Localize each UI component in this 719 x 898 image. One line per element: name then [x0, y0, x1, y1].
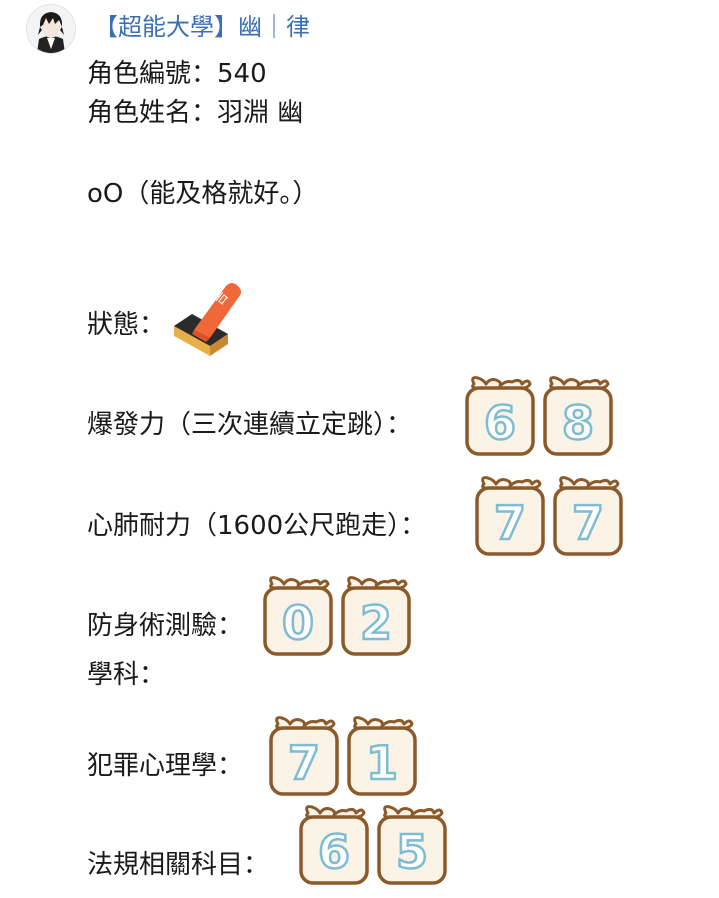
score-label-criminal-psychology: 犯罪心理學： [87, 751, 244, 781]
digit-value: 0 [281, 596, 316, 650]
role-name: 角色姓名：羽淵 幽 [87, 98, 304, 128]
score-digits-endurance: 7 7 [474, 474, 624, 556]
digit-frame-icon [299, 805, 369, 885]
digit-value: 7 [493, 496, 528, 550]
digit-value: 7 [287, 736, 322, 790]
digit-frame-icon [553, 476, 623, 556]
digit-tile: 7 [268, 714, 340, 796]
score-label-law: 法規相關科目： [87, 850, 270, 880]
digit-tile: 6 [298, 803, 370, 885]
digit-frame-icon [263, 576, 333, 656]
academics-label: 學科： [87, 660, 166, 690]
digit-frame-icon [465, 376, 535, 456]
score-label-self-defense: 防身術測驗： [87, 611, 244, 641]
digit-frame-icon [341, 576, 411, 656]
score-digits-law: 6 5 [298, 803, 448, 885]
status-label: 狀態： [87, 310, 166, 340]
score-label-explosive: 爆發力（三次連續立定跳）： [87, 410, 413, 440]
digit-value: 6 [317, 825, 352, 879]
digit-tile: 1 [346, 714, 418, 796]
sender-name[interactable]: 【超能大學】幽｜律 [94, 13, 310, 41]
digit-tile: 8 [542, 374, 614, 456]
digit-frame-icon [347, 716, 417, 796]
digit-tile: 0 [262, 574, 334, 656]
score-label-endurance: 心肺耐力（1600公尺跑走）： [87, 511, 427, 541]
digit-value: 1 [365, 736, 400, 790]
score-digits-criminal-psychology: 7 1 [268, 714, 418, 796]
omikuji-fortune-icon: 吉 [170, 278, 248, 358]
digit-value: 5 [395, 825, 430, 879]
role-number: 角色編號：540 [87, 59, 267, 89]
avatar-portrait-icon [27, 5, 75, 53]
avatar[interactable] [26, 4, 76, 54]
digit-frame-icon [377, 805, 447, 885]
digit-value: 2 [359, 596, 394, 650]
digit-value: 6 [483, 396, 518, 450]
digit-tile: 6 [464, 374, 536, 456]
score-digits-explosive: 6 8 [464, 374, 614, 456]
score-digits-self-defense: 0 2 [262, 574, 412, 656]
digit-tile: 5 [376, 803, 448, 885]
digit-tile: 7 [474, 474, 546, 556]
digit-value: 8 [561, 396, 596, 450]
digit-tile: 2 [340, 574, 412, 656]
digit-value: 7 [571, 496, 606, 550]
note-text: oO（能及格就好。） [87, 179, 319, 209]
digit-frame-icon [475, 476, 545, 556]
digit-frame-icon [543, 376, 613, 456]
digit-frame-icon [269, 716, 339, 796]
digit-tile: 7 [552, 474, 624, 556]
